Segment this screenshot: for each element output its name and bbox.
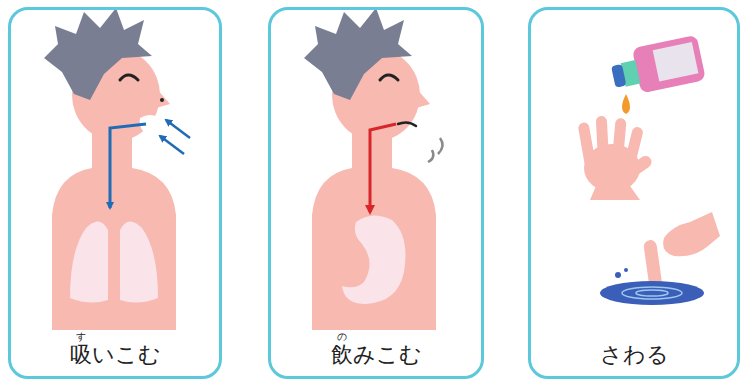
label-row: 吸いこむす — [11, 341, 219, 369]
action-label: 吸いこむ — [70, 342, 161, 367]
label-group: 吸いこむす — [70, 341, 161, 369]
action-label: さわる — [600, 342, 669, 367]
label-group: さわる — [600, 341, 669, 369]
label-group: 飲みこむの — [331, 341, 422, 369]
inhale-panel: 吸いこむす — [8, 7, 222, 379]
touching-illustration — [577, 35, 720, 305]
furigana: の — [331, 332, 353, 342]
touch-panel: さわる — [528, 7, 740, 379]
swallow-panel: 飲みこむの — [268, 7, 484, 379]
action-label: 飲みこむ — [331, 342, 422, 367]
furigana: す — [70, 332, 92, 342]
label-row: 飲みこむの — [271, 341, 481, 369]
breathing-figure — [44, 8, 190, 330]
swallowing-figure — [304, 8, 443, 330]
label-row: さわる — [531, 341, 737, 369]
